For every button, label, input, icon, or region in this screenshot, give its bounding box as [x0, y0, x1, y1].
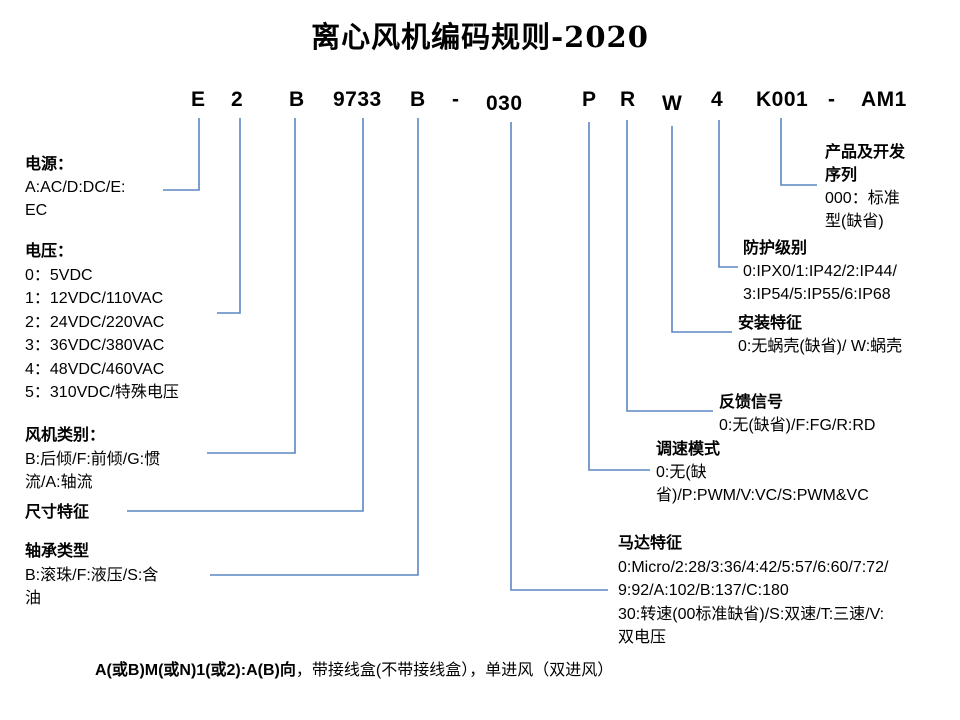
- footnote-regular-part: ，带接线盒(不带接线盒），单进风（双进风）: [295, 662, 614, 679]
- spec-line: 型(缺省): [825, 213, 884, 230]
- spec-title: 马达特征: [618, 535, 683, 552]
- spec-line: 油: [25, 590, 42, 607]
- connector-fan-type: [207, 118, 296, 454]
- code-segment-fan-type: B: [289, 88, 305, 111]
- code-segment-feedback: R: [620, 88, 636, 111]
- spec-block-bearing: 轴承类型 B:滚珠/F:液压/S:含 油: [25, 540, 158, 611]
- code-segment-bearing: B: [410, 88, 426, 111]
- connector-power: [163, 118, 200, 191]
- connector-voltage: [217, 118, 241, 314]
- code-segment-product-series: K001: [756, 88, 809, 111]
- connector-protection: [718, 120, 738, 268]
- spec-line: 5：310VDC/特殊电压: [25, 384, 179, 401]
- spec-line: 30:转速(00标准缺省)/S:双速/T:三速/V:: [618, 605, 885, 623]
- spec-line: 0:Micro/2:28/3:36/4:42/5:57/6:60/7:72/: [618, 558, 889, 576]
- connector-speed-mode: [588, 122, 650, 471]
- spec-line: 2：24VDC/220VAC: [25, 313, 165, 331]
- spec-title: 防护级别: [743, 240, 808, 257]
- spec-line: 1：12VDC/110VAC: [25, 290, 164, 307]
- spec-line: 4：48VDC/460VAC: [25, 360, 165, 378]
- spec-block-speed-mode: 调速模式 0:无(缺 省)/P:PWM/V:VC/S:PWM&VC: [656, 438, 869, 507]
- code-separator-dash: -: [828, 88, 836, 111]
- airflow-footnote: A(或B)M(或N)1(或2):A(B)向，带接线盒(不带接线盒），单进风（双进…: [95, 656, 613, 680]
- spec-title: 安装特征: [738, 315, 803, 332]
- spec-line: B:滚珠/F:液压/S:含: [25, 566, 159, 584]
- spec-block-protection: 防护级别 0:IPX0/1:IP42/2:IP44/ 3:IP54/5:IP55…: [743, 237, 897, 306]
- spec-line: 双电压: [618, 629, 667, 646]
- code-segment-protection: 4: [711, 88, 724, 111]
- page-title: 离心风机编码规则-2020: [311, 20, 649, 54]
- code-segment-speed-mode: P: [582, 88, 597, 111]
- code-segment-size: 9733: [333, 88, 382, 111]
- spec-line: 0:IPX0/1:IP42/2:IP44/: [743, 263, 897, 280]
- code-separator-dash: -: [452, 88, 460, 111]
- spec-block-size: 尺寸特征: [25, 501, 89, 524]
- footnote-bold-part: A(或B)M(或N)1(或2):A(B)向: [95, 662, 296, 679]
- code-segment-motor: 030: [486, 92, 523, 115]
- connector-mounting: [671, 126, 732, 333]
- spec-line: 0:无(缺省)/F:FG/R:RD: [719, 417, 876, 434]
- spec-block-fan-type: 风机类别： B:后倾/F:前倾/G:惯 流/A:轴流: [25, 424, 160, 495]
- spec-block-feedback: 反馈信号 0:无(缺省)/F:FG/R:RD: [719, 391, 875, 437]
- code-segment-airflow: AM1: [861, 88, 907, 111]
- spec-line: EC: [25, 202, 48, 219]
- spec-title: 风机类别：: [25, 427, 106, 444]
- spec-line: 0:无蜗壳(缺省)/ W:蜗壳: [738, 338, 903, 355]
- spec-block-motor: 马达特征 0:Micro/2:28/3:36/4:42/5:57/6:60/7:…: [618, 532, 888, 650]
- spec-title: 轴承类型: [25, 543, 90, 560]
- connector-bearing: [210, 118, 419, 576]
- spec-line: B:后倾/F:前倾/G:惯: [25, 450, 161, 468]
- spec-title: 调速模式: [656, 441, 721, 458]
- spec-title: 序列: [825, 167, 858, 184]
- spec-title: 尺寸特征: [25, 504, 90, 521]
- connector-motor: [510, 122, 608, 591]
- code-segment-mounting: W: [662, 92, 683, 115]
- connector-product-series: [780, 118, 817, 186]
- spec-title: 电源：: [25, 156, 74, 173]
- spec-line: 省)/P:PWM/V:VC/S:PWM&VC: [656, 487, 869, 504]
- connector-feedback: [626, 120, 713, 412]
- spec-block-voltage: 电压： 0：5VDC 1：12VDC/110VAC 2：24VDC/220VAC…: [25, 240, 179, 405]
- spec-line: 0：5VDC: [25, 266, 93, 284]
- spec-line: 流/A:轴流: [25, 474, 93, 491]
- spec-line: 3:IP54/5:IP55/6:IP68: [743, 286, 891, 303]
- spec-block-product-series: 产品及开发 序列 000：标准 型(缺省): [825, 141, 905, 233]
- spec-title: 反馈信号: [719, 394, 784, 411]
- code-segment-power: E: [191, 88, 206, 111]
- spec-block-mounting: 安装特征 0:无蜗壳(缺省)/ W:蜗壳: [738, 312, 902, 358]
- spec-title: 产品及开发: [825, 144, 906, 161]
- spec-line: 9:92/A:102/B:137/C:180: [618, 582, 789, 599]
- spec-line: 3：36VDC/380VAC: [25, 337, 165, 354]
- spec-line: 000：标准: [825, 190, 900, 207]
- spec-line: A:AC/D:DC/E:: [25, 179, 126, 196]
- spec-line: 0:无(缺: [656, 464, 707, 481]
- spec-title: 电压：: [25, 243, 74, 260]
- spec-block-power: 电源： A:AC/D:DC/E: EC: [25, 153, 125, 222]
- code-segment-voltage: 2: [231, 88, 244, 111]
